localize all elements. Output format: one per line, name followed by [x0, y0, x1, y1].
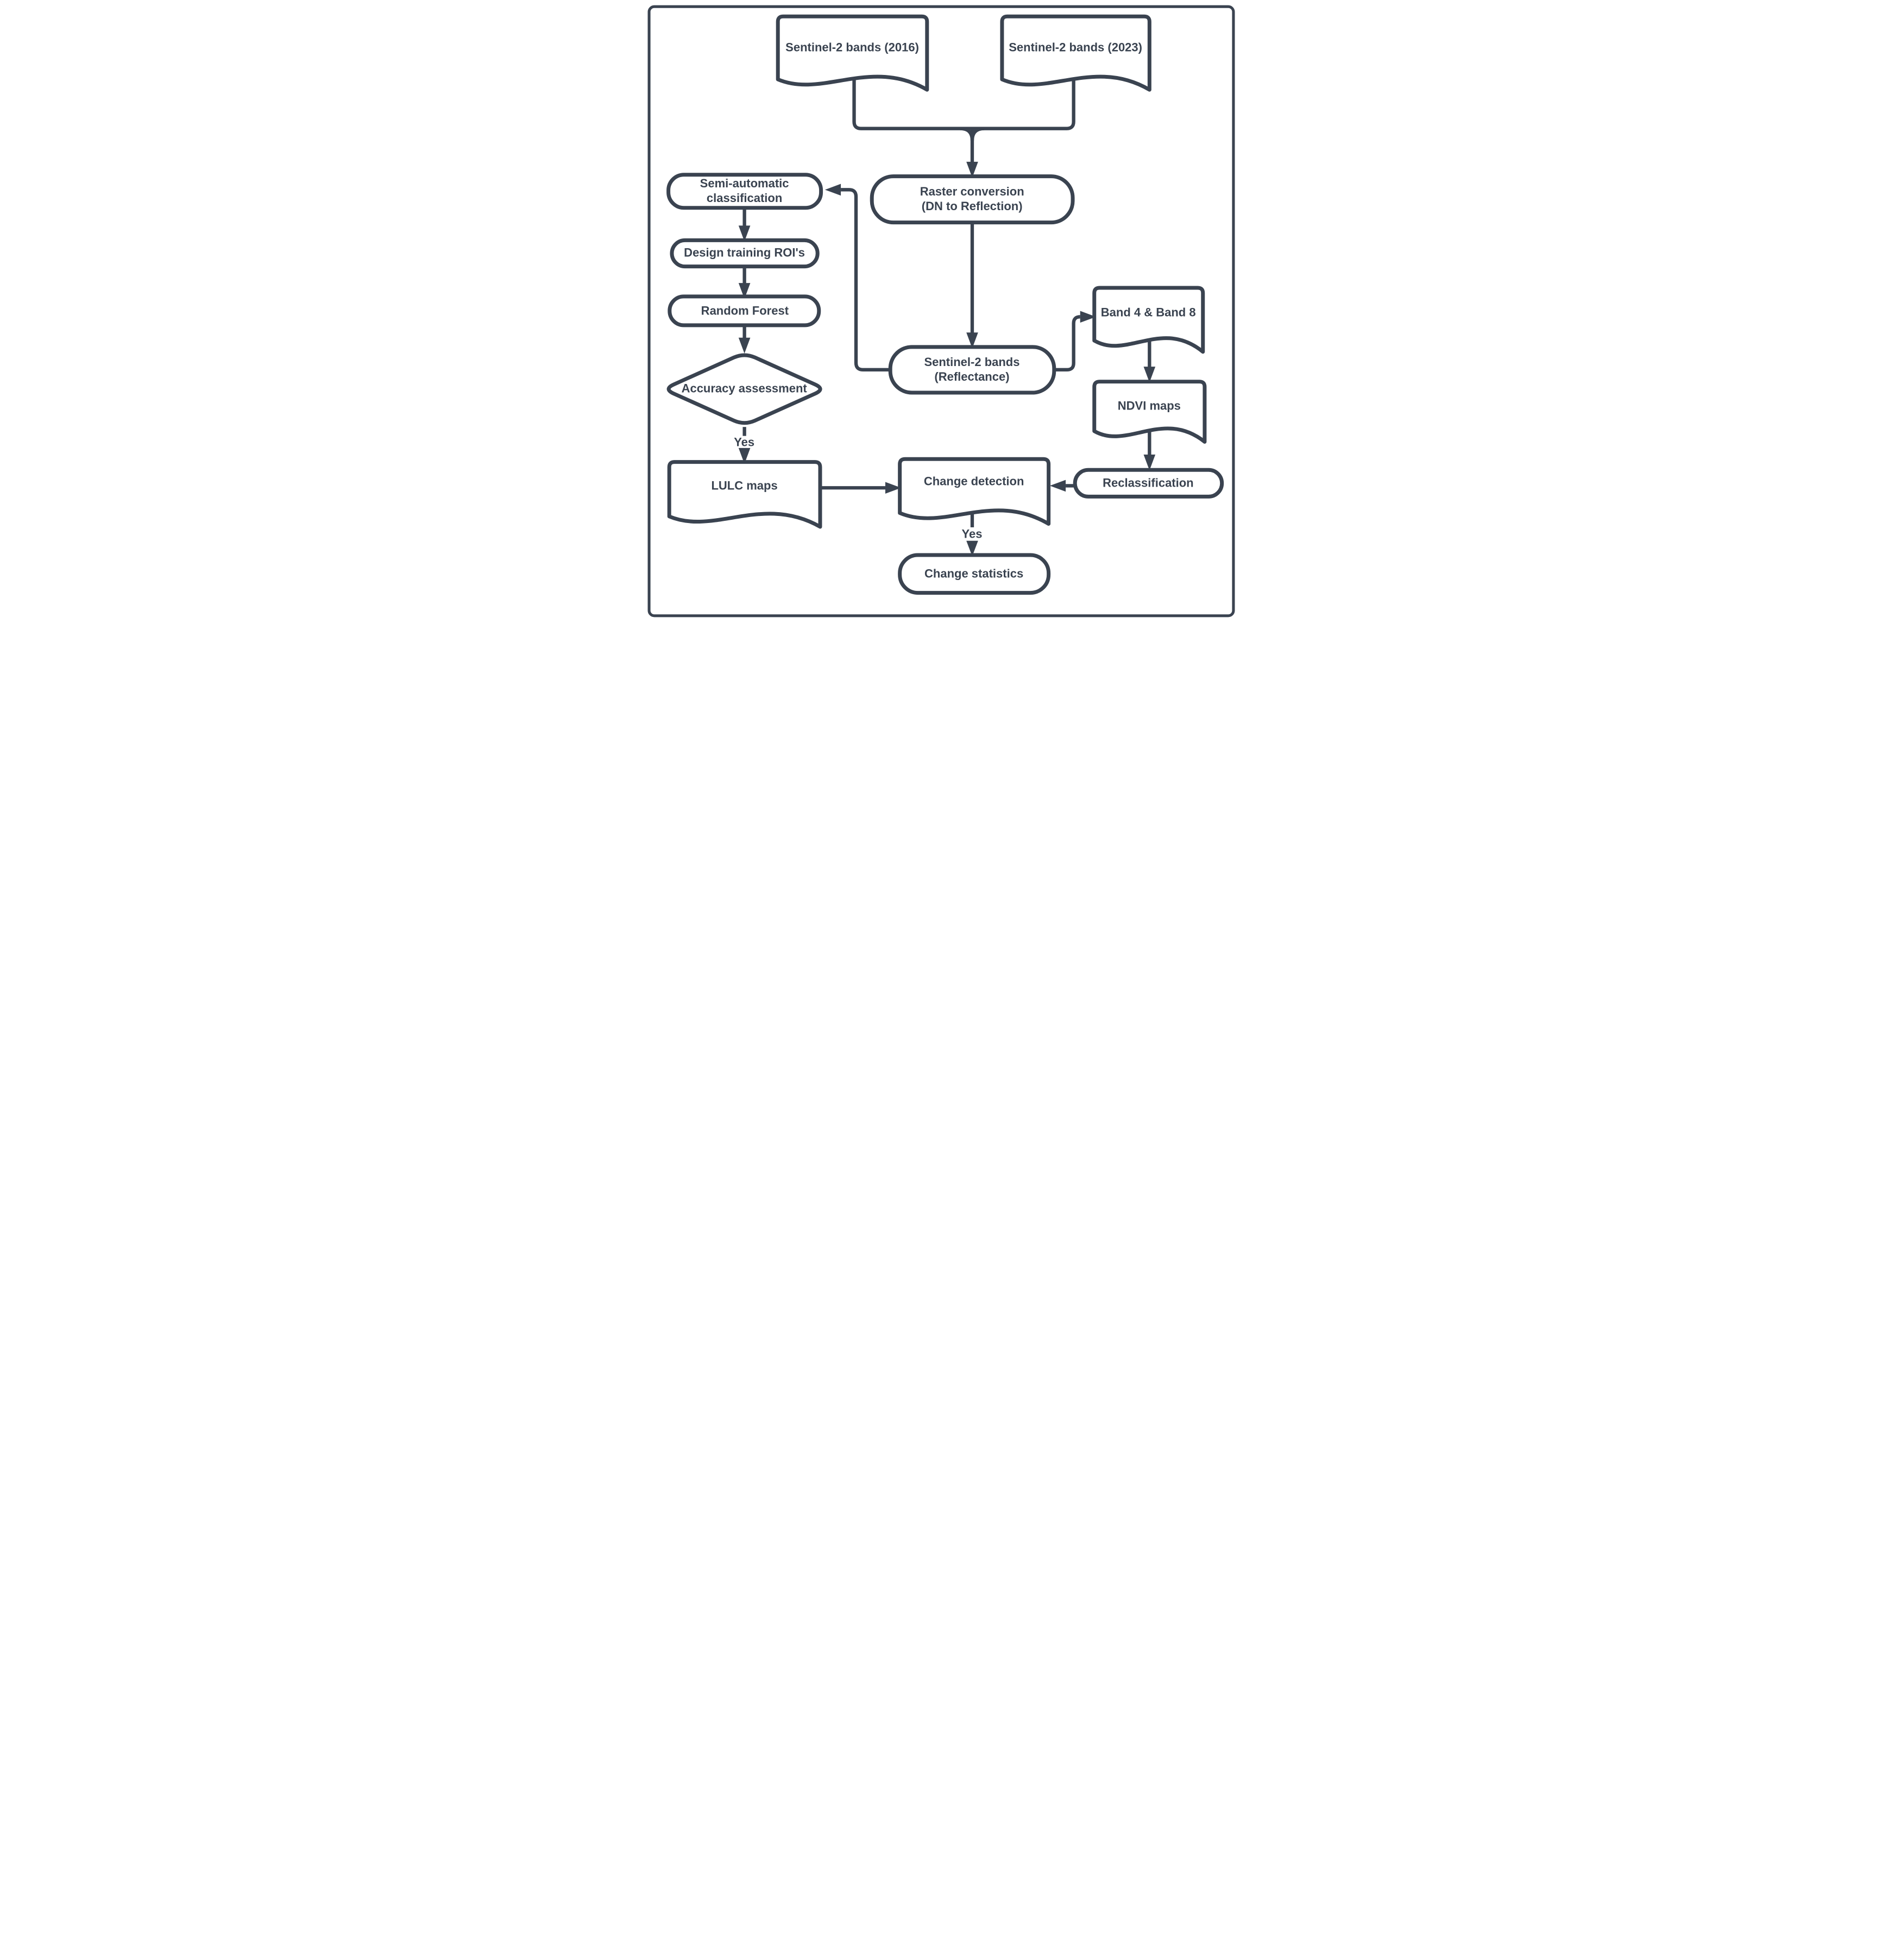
node-label-semi-automatic-line2: classification — [706, 191, 783, 205]
arrowhead-randomforest-to-accuracy — [738, 337, 750, 354]
node-change-statistics — [897, 553, 1050, 595]
node-label-design-training-rois: Design training ROI's — [684, 246, 805, 260]
node-design-training-rois — [669, 238, 820, 269]
node-shapes — [666, 14, 1224, 595]
node-sentinel-2023 — [999, 14, 1151, 92]
arrowhead-reflectance-to-bands — [1080, 311, 1096, 323]
arrowhead-raster-to-reflectance — [966, 332, 978, 349]
node-accuracy-assessment — [666, 353, 822, 425]
edge-reflectance-to-semiautomatic — [840, 188, 890, 371]
node-label-lulc-maps: LULC maps — [711, 479, 778, 493]
node-random-forest — [667, 294, 821, 327]
arrowhead-bands-to-ndvi — [1143, 367, 1155, 383]
edge-reflectance-to-bands — [1054, 315, 1080, 371]
arrowhead-merge-to-raster — [966, 161, 978, 178]
node-label-sentinel-reflectance-line2: (Reflectance) — [934, 369, 1010, 383]
arrowhead-design-to-randomforest — [738, 283, 750, 299]
node-label-change-statistics: Change statistics — [924, 566, 1024, 581]
node-change-detection — [897, 457, 1050, 526]
node-label-ndvi-maps: NDVI maps — [1117, 399, 1181, 413]
node-semi-automatic-classification — [666, 173, 823, 210]
node-label-semi-automatic: Semi-automatic classification — [700, 177, 789, 206]
node-label-sentinel-2016: Sentinel-2 bands (2016) — [785, 40, 919, 54]
flowchart-canvas: Sentinel-2 bands (2016) Sentinel-2 bands… — [642, 0, 1240, 622]
node-label-sentinel-reflectance-line1: Sentinel-2 bands — [924, 355, 1020, 369]
node-label-accuracy-assessment: Accuracy assessment — [681, 381, 807, 395]
node-label-semi-automatic-line1: Semi-automatic — [700, 177, 789, 191]
node-sentinel-2016 — [776, 14, 929, 92]
arrowhead-changedetection-to-statistics — [966, 540, 978, 557]
edge-sources-merge — [852, 78, 1075, 130]
arrowhead-reflectance-to-semiautomatic — [824, 184, 841, 196]
node-sentinel-reflectance — [888, 345, 1056, 395]
edge-label-yes-accuracy: Yes — [734, 435, 755, 449]
node-reclassification — [1073, 468, 1224, 499]
arrowhead-reclassification-to-changedetection — [1049, 480, 1066, 492]
node-raster-conversion — [870, 174, 1075, 225]
node-label-raster-conversion-line1: Raster conversion — [920, 185, 1024, 199]
arrowhead-semiautomatic-to-design — [738, 225, 750, 242]
node-label-reclassification: Reclassification — [1103, 476, 1194, 490]
edge-label-yes-changedetection: Yes — [961, 527, 983, 541]
node-band4-band8 — [1092, 286, 1205, 354]
node-label-raster-conversion-line2: (DN to Reflection) — [921, 199, 1023, 213]
node-ndvi-maps — [1092, 380, 1206, 444]
arrowhead-accuracy-to-lulc — [738, 448, 750, 464]
node-label-random-forest: Random Forest — [701, 304, 789, 318]
arrowhead-ndvi-to-reclassification — [1143, 454, 1155, 471]
node-label-sentinel-reflectance: Sentinel-2 bands (Reflectance) — [924, 355, 1019, 385]
node-label-sentinel-2023: Sentinel-2 bands (2023) — [1009, 40, 1142, 54]
node-label-band4-band8: Band 4 & Band 8 — [1100, 305, 1196, 319]
flowchart-graphics — [647, 5, 1235, 617]
node-lulc-maps — [667, 460, 822, 529]
node-label-change-detection: Change detection — [923, 474, 1024, 488]
node-label-raster-conversion: Raster conversion (DN to Reflection) — [920, 185, 1024, 214]
connector-lines — [738, 78, 1155, 557]
arrowhead-lulc-to-changedetection — [885, 482, 901, 494]
diagram-border — [647, 5, 1235, 617]
